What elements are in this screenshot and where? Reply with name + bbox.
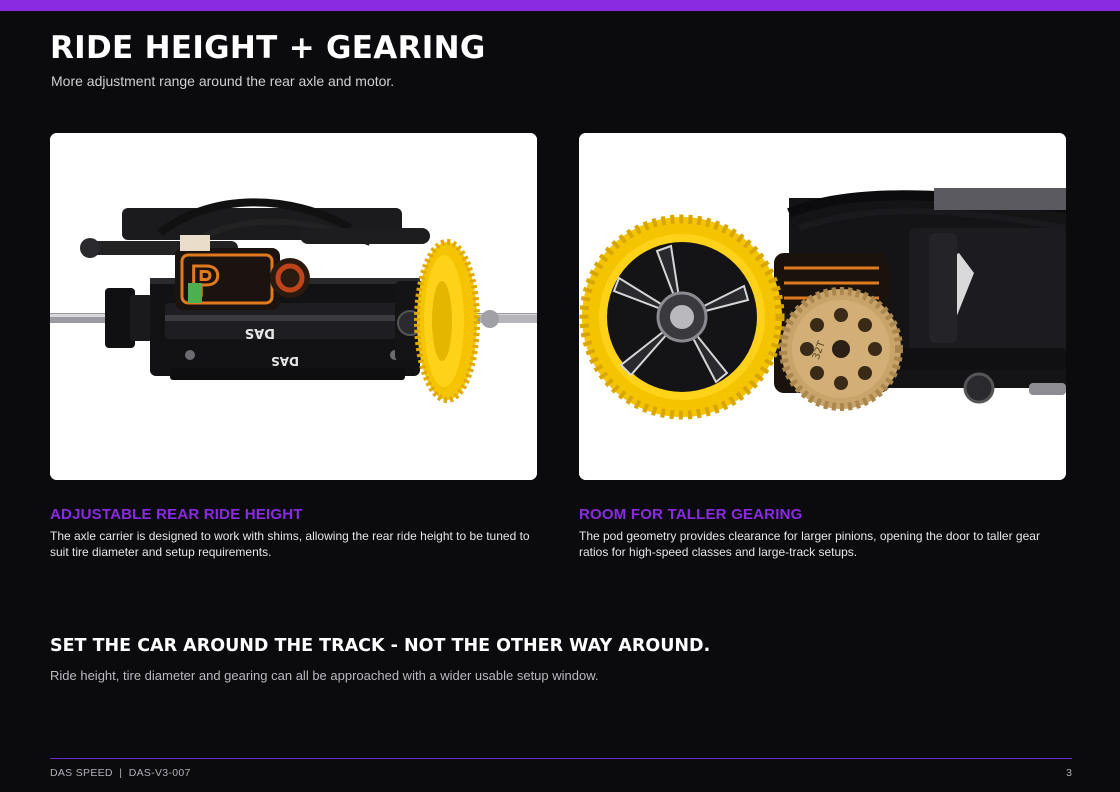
svg-text:DAS: DAS: [245, 325, 275, 340]
page-title: RIDE HEIGHT + GEARING: [50, 30, 486, 66]
feature-heading-gearing: ROOM FOR TALLER GEARING: [579, 506, 803, 523]
gearing-photo: 32T: [579, 133, 1066, 480]
footer-doc-id: DAS SPEED | DAS-V3-007: [50, 767, 191, 779]
footer-divider: [50, 758, 1072, 759]
rear-axle-pod-illustration: P DAS DAS SPEED: [50, 133, 537, 480]
gearing-illustration: 32T: [579, 133, 1066, 480]
feature-text-ride-height: The axle carrier is designed to work wit…: [50, 529, 530, 559]
rear-axle-pod-photo: P DAS DAS SPEED: [50, 133, 537, 480]
page-subtitle: More adjustment range around the rear ax…: [51, 73, 395, 89]
callout-title: SET THE CAR AROUND THE TRACK - NOT THE O…: [50, 636, 711, 656]
page-number: 3: [1066, 767, 1072, 779]
callout-text: Ride height, tire diameter and gearing c…: [50, 668, 599, 683]
svg-text:DAS: DAS: [271, 354, 299, 368]
top-accent-bar: [0, 0, 1120, 11]
feature-heading-ride-height: ADJUSTABLE REAR RIDE HEIGHT: [50, 506, 303, 523]
feature-text-gearing: The pod geometry provides clearance for …: [579, 529, 1040, 559]
